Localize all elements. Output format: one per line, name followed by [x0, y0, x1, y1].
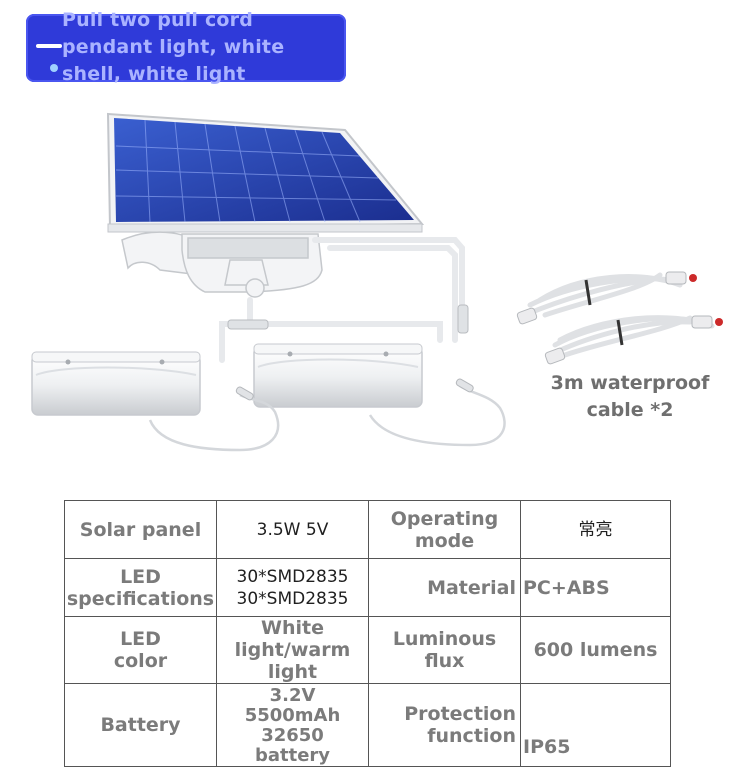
label-operating-mode: Operating mode — [368, 500, 521, 559]
sparkle-icon — [50, 64, 58, 72]
pendant-lamp-right — [253, 343, 423, 408]
label-led-color: LED color — [64, 616, 217, 684]
table-row: LED specifications 30*SMD2835 30*SMD2835… — [64, 558, 671, 617]
table-row: LED color White light/warm light Luminou… — [64, 616, 671, 684]
value-solar-panel: 3.5W 5V — [216, 500, 369, 559]
value-battery: 3.2V 5500mAh 32650 battery — [216, 683, 369, 767]
waterproof-cable-coil-top — [522, 272, 683, 318]
value-operating-mode: 常亮 — [520, 500, 671, 559]
value-led-color: White light/warm light — [216, 616, 369, 684]
value-material: PC+ABS — [520, 558, 671, 617]
pull-cords — [219, 237, 465, 363]
label-luminous-flux: Luminous flux — [368, 616, 521, 684]
value-protection-function: IP65 — [520, 683, 671, 767]
pendant-lamp-left — [31, 351, 201, 416]
title-banner — [26, 14, 346, 82]
label-solar-panel: Solar panel — [64, 500, 217, 559]
value-led-specifications: 30*SMD2835 30*SMD2835 — [216, 558, 369, 617]
value-luminous-flux: 600 lumens — [520, 616, 671, 684]
label-battery: Battery — [64, 683, 217, 767]
banner-title: Pull two pull cord pendant light, white … — [62, 9, 285, 85]
spec-table: Solar panel 3.5W 5V Operating mode 常亮 LE… — [64, 500, 671, 767]
pull-switch-cords — [148, 384, 506, 452]
cable-caption: 3m waterproof cable *2 — [550, 372, 710, 421]
product-illustration — [31, 112, 723, 452]
strike-mark — [36, 44, 62, 48]
mount-bracket — [121, 231, 323, 298]
table-row: Battery 3.2V 5500mAh 32650 battery Prote… — [64, 683, 671, 767]
solar-panel — [106, 112, 425, 233]
table-row: Solar panel 3.5W 5V Operating mode 常亮 — [64, 500, 671, 559]
label-protection-function: Protection function — [368, 683, 521, 767]
label-material: Material — [368, 558, 521, 617]
label-led-specifications: LED specifications — [64, 558, 217, 617]
waterproof-cable-coil-bottom — [547, 315, 715, 358]
